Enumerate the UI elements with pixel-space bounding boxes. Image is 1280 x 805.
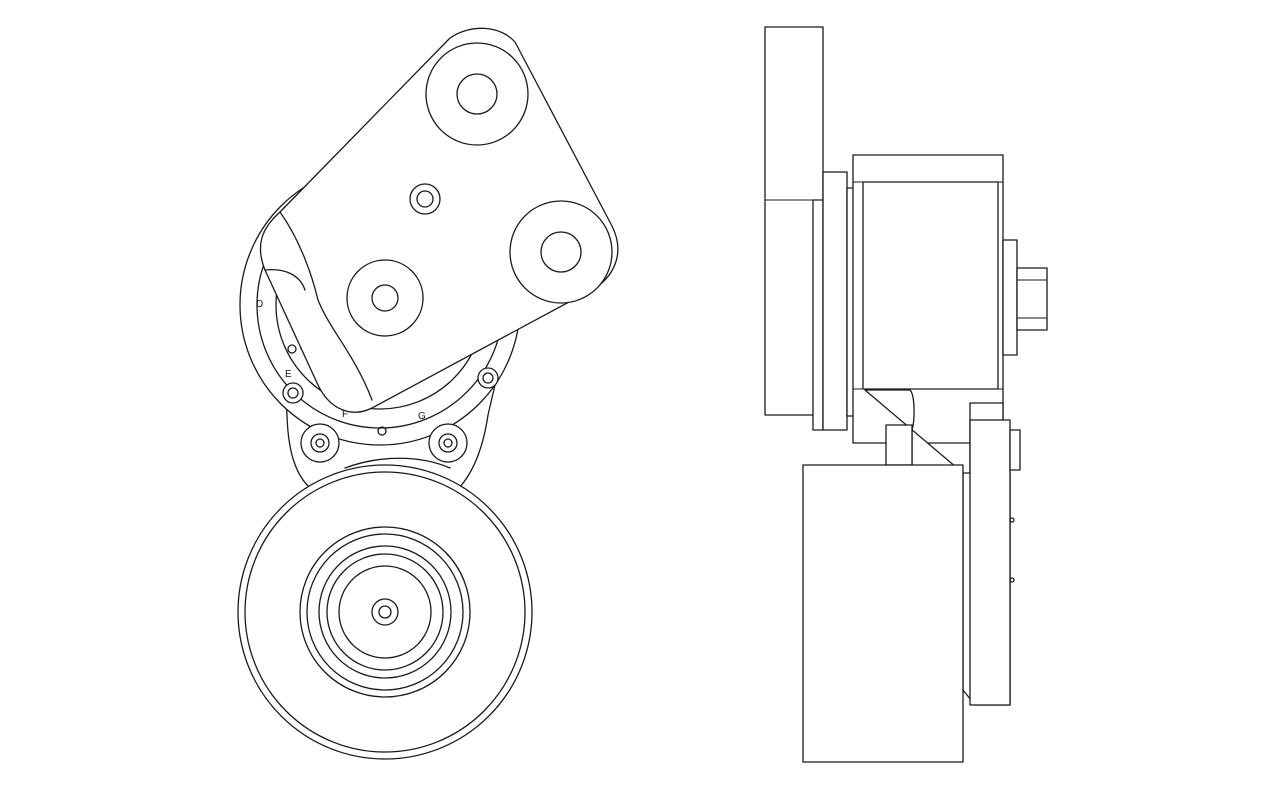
bolt-collar <box>1002 239 1018 356</box>
pulley-hub-ring <box>306 533 464 691</box>
mounting-boss-right <box>509 200 613 304</box>
pulley-hub-outer <box>299 526 471 698</box>
spacer-outer <box>812 199 824 431</box>
hex-nut-icon <box>1016 267 1048 331</box>
scale-mark-d: D <box>256 299 263 310</box>
side-view <box>764 26 1048 763</box>
torx-screw-icon <box>477 367 499 389</box>
mounting-boss-top <box>425 42 529 146</box>
arm-edge <box>344 457 451 469</box>
indicator-dot-lower <box>377 426 387 436</box>
pulley-hub-ring-2 <box>318 545 452 679</box>
torx-screw-icon <box>282 382 304 404</box>
pulley-side <box>802 464 964 763</box>
torx-screw-icon <box>409 183 441 215</box>
pulley-rim <box>244 471 526 753</box>
plate-bend-line <box>279 211 373 401</box>
pulley-bearing-inner <box>338 565 432 659</box>
torx-screw-icon <box>371 598 399 626</box>
scale-mark-f: F <box>342 409 348 420</box>
scale-mark-e: E <box>285 369 292 380</box>
plate-step-line <box>264 269 306 291</box>
pulley-bearing-ring <box>326 553 444 671</box>
mounting-boss-left <box>346 259 424 337</box>
scale-mark-g: G <box>418 411 426 422</box>
arm-rivet <box>1009 577 1015 583</box>
arm-rivet <box>1009 517 1015 523</box>
front-view: D A E F G <box>237 27 619 760</box>
arm-tab <box>1009 429 1021 471</box>
torx-screw-icon <box>300 423 340 463</box>
mounting-plate <box>259 27 619 413</box>
arm-web <box>885 424 913 466</box>
idler-pulley <box>237 464 533 760</box>
arm-plate-side <box>969 419 1011 706</box>
housing-cylinder <box>862 181 999 390</box>
torx-screw-icon <box>428 423 468 463</box>
indicator-dot <box>287 344 297 354</box>
spacer-block <box>822 171 848 431</box>
